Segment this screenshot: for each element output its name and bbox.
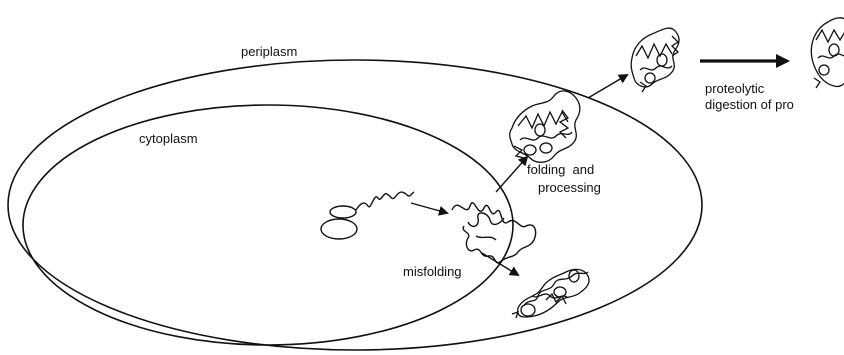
folding-label-line1: folding and: [527, 162, 594, 178]
folding-label-line2: processing: [538, 180, 601, 196]
folded-protein-icon: [510, 91, 580, 162]
misfolding-label: misfolding: [403, 264, 462, 280]
cytoplasm-label: cytoplasm: [139, 131, 198, 147]
misfolded-protein-icon: [512, 269, 589, 318]
unfolded-protein-icon: [452, 203, 536, 263]
export-arrow: [588, 75, 627, 98]
translocation-arrow: [411, 203, 447, 213]
outer-membrane: [8, 60, 702, 350]
periplasm-label: periplasm: [241, 44, 297, 60]
mature-protein-icon: [811, 18, 844, 88]
inner-membrane: [23, 105, 513, 345]
proteolytic-label-line1: proteolytic: [705, 81, 764, 97]
nascent-chain-icon: [356, 192, 414, 210]
processed-protein-icon: [631, 28, 679, 92]
proteolytic-label-line2: digestion of pro: [705, 97, 794, 113]
ribosome-icon: [321, 206, 357, 239]
folding-arrow: [496, 157, 527, 192]
